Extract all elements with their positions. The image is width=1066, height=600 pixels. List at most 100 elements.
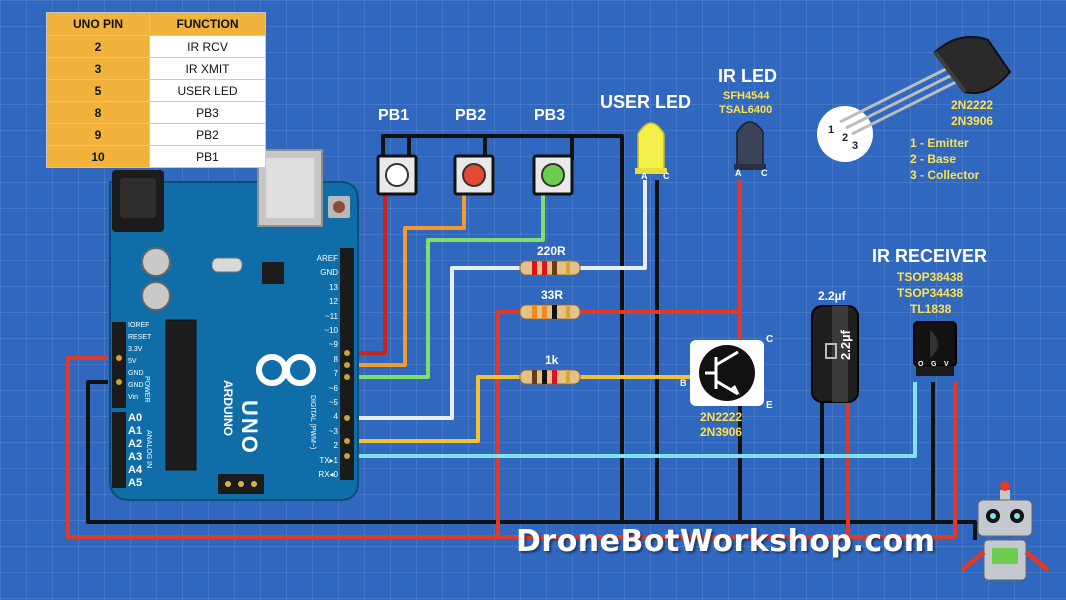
inset-n2: 2 (842, 132, 849, 144)
ir-led-title: IR LED (718, 66, 778, 86)
pin-label: A0 (128, 412, 143, 424)
pin-label: ~6 (328, 383, 338, 393)
pb3-cap-icon (541, 163, 565, 187)
pin-label: AREF (316, 254, 338, 263)
ir-rcv-signal-wire (342, 382, 917, 458)
ir-receiver-pin-g: G (931, 361, 937, 368)
pin-label: 13 (329, 282, 338, 292)
pin-label: ~9 (328, 340, 338, 350)
function-cell: PB3 (149, 101, 266, 124)
function-cell: USER LED (149, 79, 266, 102)
power-header-label: POWER (143, 376, 150, 403)
digital-header-label: DIGITAL (PWM~) (309, 395, 316, 450)
pin-label: A5 (128, 477, 143, 489)
pb3-signal-wire (342, 190, 545, 379)
pin-label: ~11 (325, 311, 338, 321)
arduino-model: UNO (237, 400, 262, 455)
inset-pin2: 2 - Base (910, 152, 957, 166)
5v-bus-wire (66, 356, 955, 539)
pb1-label: PB1 (378, 107, 410, 124)
arduino-brand: ARDUINO (221, 380, 235, 436)
resistor-1k (519, 369, 581, 385)
pb2-signal-wire (342, 190, 466, 367)
function-cell: IR RCV (149, 35, 266, 58)
pb2-label: PB2 (455, 107, 487, 124)
ir-receiver-component (913, 321, 957, 376)
crystal-icon (211, 257, 243, 273)
ir-receiver-title: IR RECEIVER (872, 246, 988, 266)
wires (66, 134, 977, 540)
pin-label: TX▸1 (319, 455, 338, 465)
capacitor-icon (141, 247, 171, 277)
usb-chip-icon (262, 262, 284, 284)
pb3-switch (532, 154, 574, 196)
ground-bus-wire (86, 380, 977, 540)
transistor-pin-b: B (680, 378, 687, 388)
pin-label: GND (128, 370, 144, 377)
pb3-label: PB3 (534, 107, 566, 124)
column-header: FUNCTION (149, 12, 266, 36)
pin-cell: 2 (46, 35, 150, 58)
ir-led-pin-c: C (761, 168, 768, 178)
ground-riser-wire (572, 134, 624, 522)
ir-led-part2: TSAL6400 (719, 104, 773, 116)
header-pins (116, 350, 350, 459)
pin-label: ~5 (328, 398, 338, 408)
pin-label: ~10 (324, 326, 338, 336)
power-header (112, 322, 126, 408)
function-cell: PB1 (149, 145, 266, 168)
ir-receiver-pin-o: O (918, 361, 924, 368)
electrolytic-capacitor (811, 305, 859, 403)
pin-label: 3.3V (128, 346, 143, 353)
resistor-220r (519, 260, 581, 276)
capacitor-label: 2.2µf (818, 289, 846, 303)
table-header-row: UNO PIN FUNCTION (46, 12, 266, 36)
ir-led-anode-wire (580, 180, 742, 314)
user-led-pin-a: A (641, 171, 648, 181)
pin-label: ~3 (328, 426, 338, 436)
robot-mascot-icon (960, 481, 1050, 581)
inset-n1: 1 (828, 124, 835, 136)
transistor-part2: 2N3906 (700, 425, 743, 439)
pin-cell: 10 (46, 145, 150, 168)
pushbutton-ground-wire (381, 134, 574, 160)
pin-label: A2 (128, 438, 143, 450)
ir-led-part1: SFH4544 (723, 90, 770, 102)
pin-cell: 3 (46, 57, 150, 80)
watermark: DroneBotWorkshop.com (516, 524, 936, 559)
pin-label: 2 (333, 441, 338, 451)
resistor-1k-label: 1k (545, 353, 559, 367)
user-led-icon (635, 122, 667, 174)
pin-label: IOREF (128, 322, 150, 329)
resistor-33r-label: 33R (541, 288, 564, 302)
pin-label: GND (128, 382, 144, 389)
inset-part2: 2N3906 (951, 114, 994, 128)
resistor-220r-label: 220R (537, 244, 566, 258)
ir-receiver-part3: TL1838 (910, 302, 952, 316)
atmega-chip-icon (165, 319, 197, 471)
pin-label: 4 (333, 412, 338, 422)
pin-label: 7 (333, 369, 338, 379)
column-header: UNO PIN (46, 12, 150, 36)
user-led-anode-wire (580, 180, 647, 270)
user-led-title: USER LED (600, 92, 692, 112)
pin-label: 5V (128, 358, 137, 365)
digital-pin-labels: AREF GND 13 12 ~11 ~10 ~9 8 7 ~6 ~5 4 ~3… (316, 252, 338, 483)
pin-label: A3 (128, 451, 143, 463)
analog-header-label: ANALOG IN (145, 430, 152, 469)
user-led-signal-wire (342, 266, 520, 420)
resistor-33r (519, 304, 581, 320)
analog-header (112, 412, 126, 488)
inset-part1: 2N2222 (951, 98, 994, 112)
ir-led-icon (734, 121, 766, 170)
transistor-symbol (690, 340, 764, 406)
arduino-uno-board (109, 149, 359, 501)
pin-label: RESET (128, 334, 152, 341)
pin-label: Vin (128, 394, 138, 401)
function-cell: IR XMIT (149, 57, 266, 80)
